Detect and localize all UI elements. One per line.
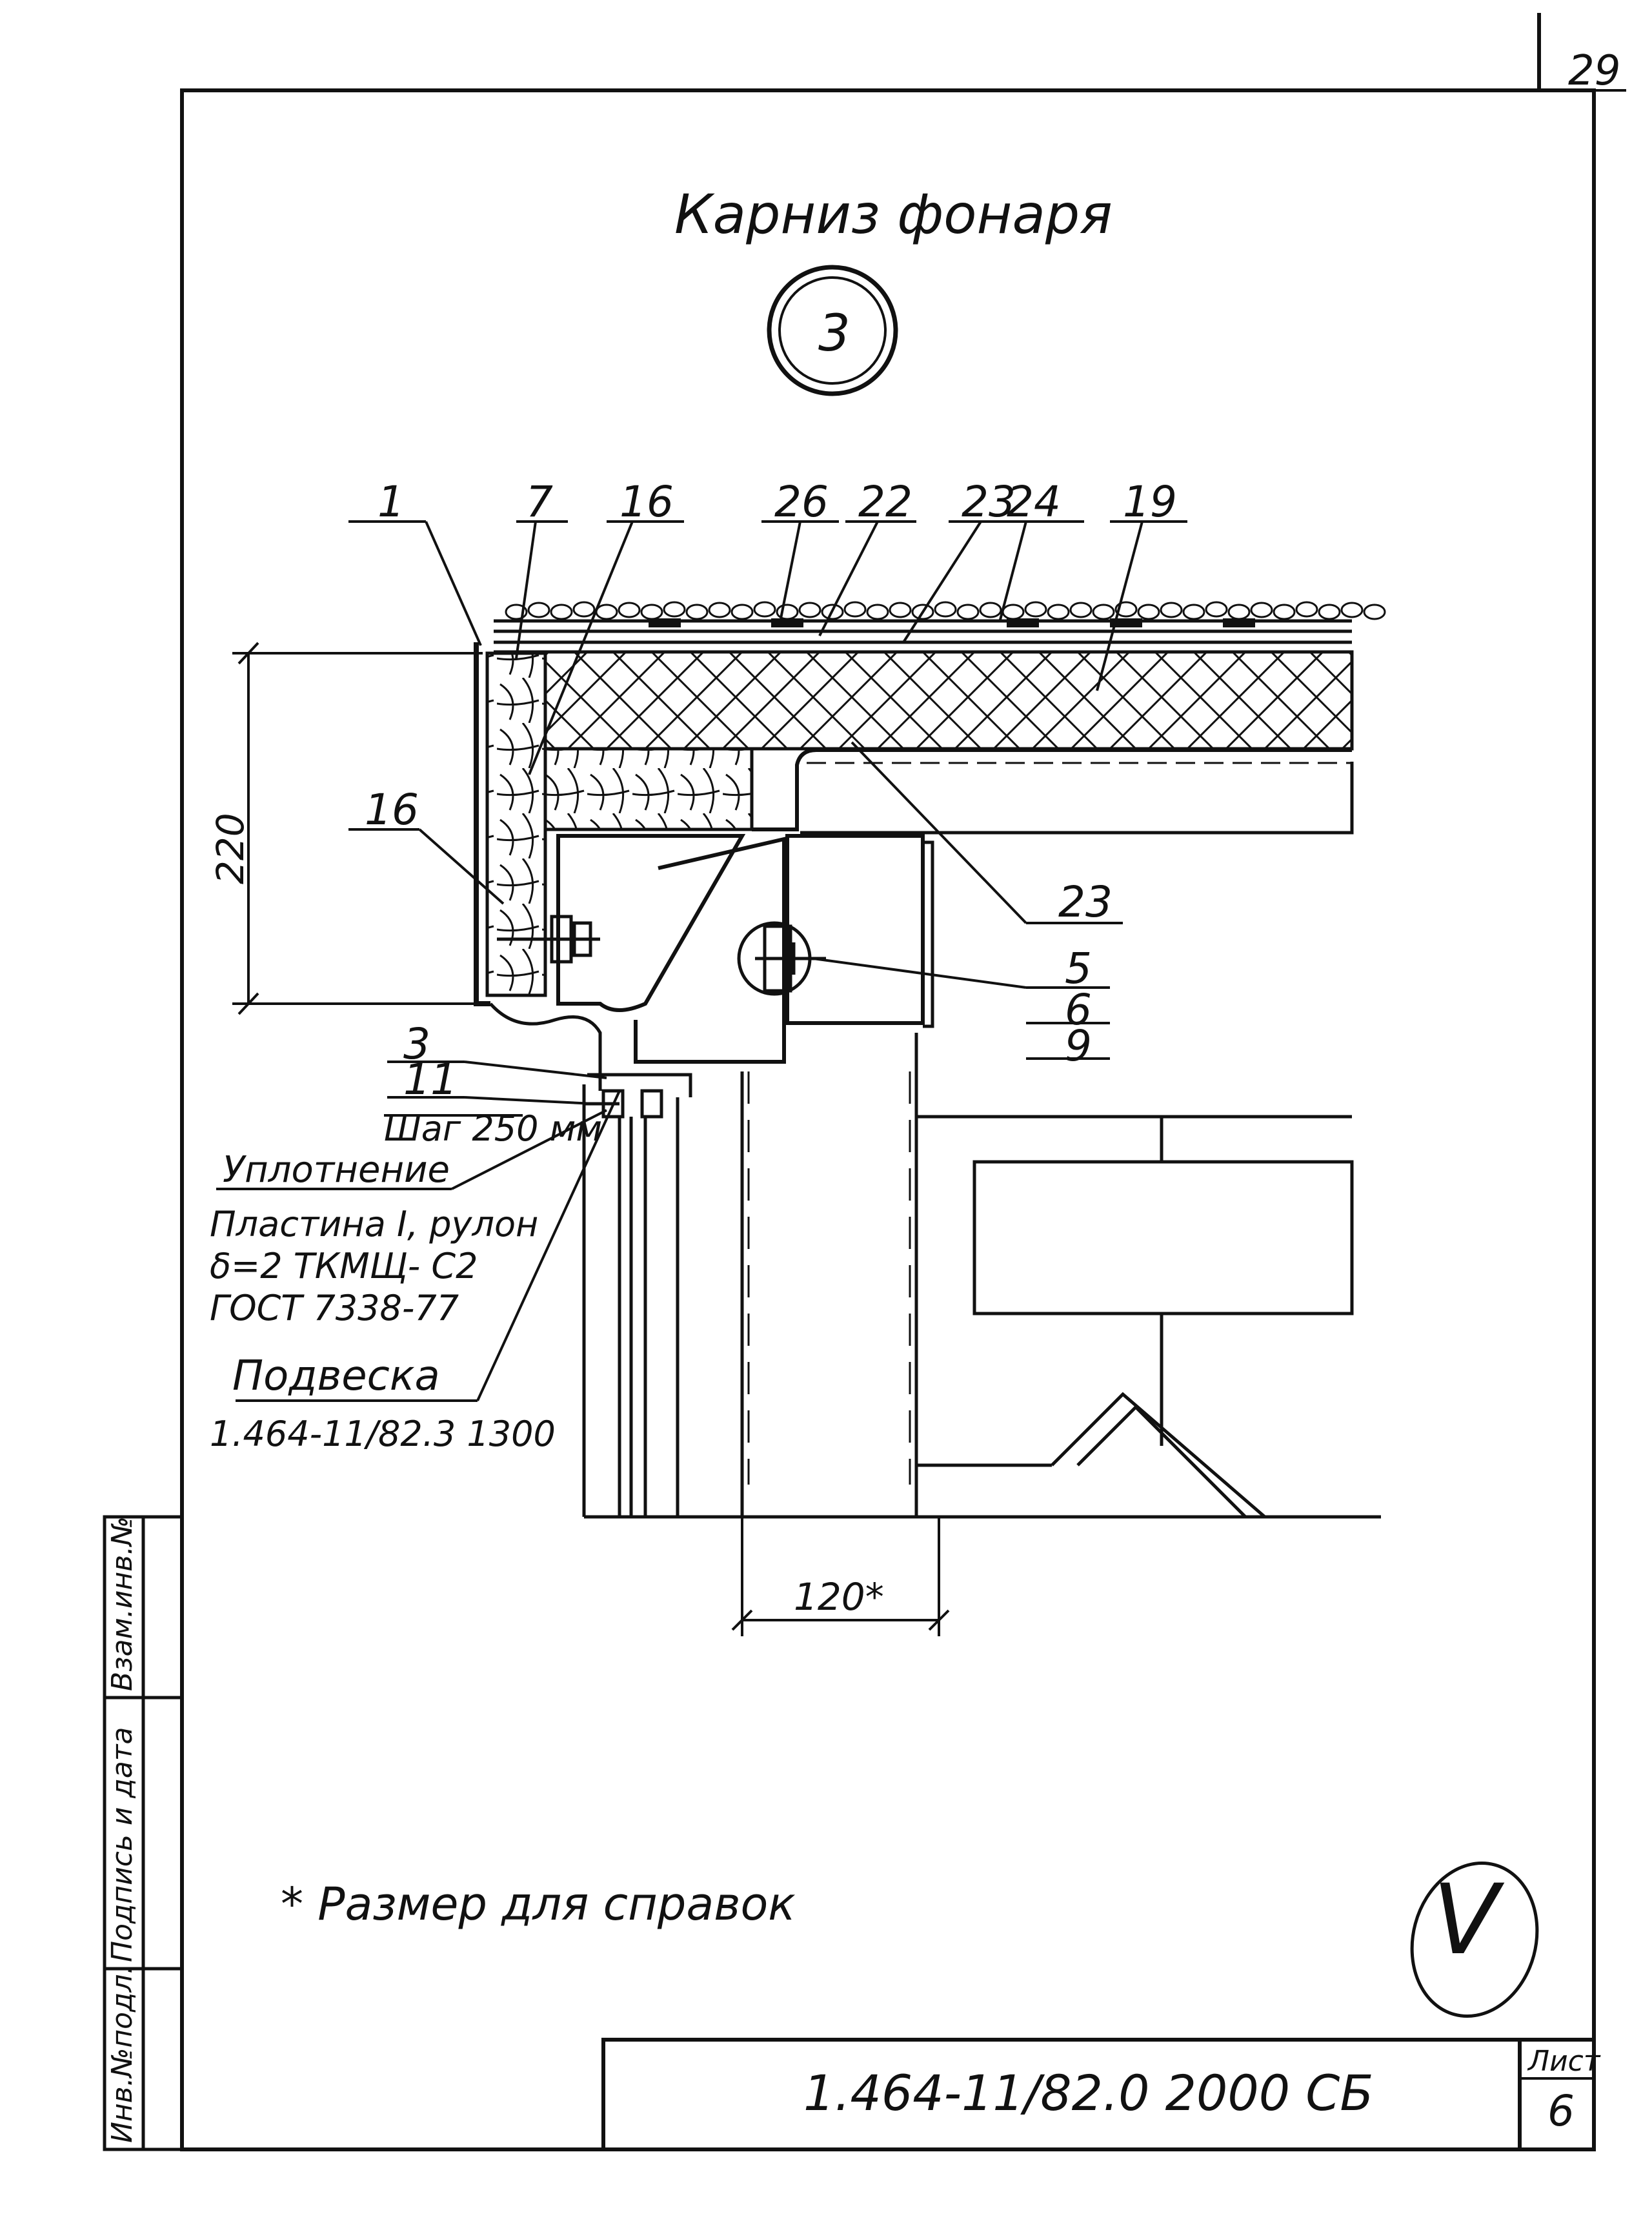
stamp-inventory-original: Инв.№подл. [106, 1965, 139, 2143]
dimension-120 [731, 1517, 950, 1636]
callout-22: 22 [858, 477, 912, 527]
detail-marker [767, 265, 898, 396]
dimension-220 [232, 642, 483, 1015]
callout-11: 11 [403, 1055, 458, 1104]
check-mark: V [1433, 1864, 1499, 1976]
bolt-left [497, 915, 600, 964]
callout-24: 24 [1007, 477, 1061, 527]
sheet-frame [180, 13, 1626, 2151]
detail-number: 3 [818, 305, 851, 363]
footnote: * Размер для справок [281, 1878, 796, 1931]
insulation-layer [543, 650, 1354, 751]
hanger-frame [582, 1073, 692, 1517]
callout-26: 26 [774, 477, 829, 527]
callout-16-top: 16 [620, 477, 674, 527]
callout-1: 1 [378, 477, 405, 527]
pitch-note: Шаг 250 мм [384, 1108, 603, 1149]
callout-5: 5 [1065, 944, 1092, 993]
document-designation: 1.464-11/82.0 2000 СБ [803, 2064, 1374, 2122]
callout-3: 3 [403, 1019, 430, 1069]
steel-bracket [556, 834, 746, 1012]
title-block-frame [601, 2038, 1596, 2151]
stamp-signature-date: Подпись и дата [106, 1727, 139, 1962]
sheet-number-corner: 29 [1568, 47, 1621, 95]
seal-line-3: ГОСТ 7338-77 [210, 1288, 459, 1328]
seal-title: Уплотнение [223, 1149, 450, 1191]
callout-7: 7 [526, 477, 553, 527]
callout-23-top: 23 [962, 477, 1016, 527]
sheet-number: 6 [1547, 2086, 1575, 2136]
side-stamp-frame [103, 1515, 184, 2151]
callout-19: 19 [1123, 477, 1177, 527]
gutter-edge [489, 1002, 602, 1091]
column [740, 1033, 918, 1517]
check-mark-ellipse [1410, 1862, 1539, 2018]
callout-16-left: 16 [365, 785, 419, 835]
sheet-label: Лист [1528, 2045, 1600, 2078]
dimension-220-label: 220 [208, 813, 252, 884]
seal-line-1: Пластина I, рулон [210, 1204, 539, 1244]
profiled-deck [752, 748, 1352, 831]
callout-6: 6 [1065, 985, 1092, 1035]
roof-gravel-layer [505, 601, 1386, 620]
lantern-beams [584, 1115, 1381, 1519]
timber-block-horizontal [543, 747, 754, 831]
drawing-title: Карниз фонаря [674, 183, 1113, 246]
column-cap-plate [785, 834, 925, 1025]
timber-block-vertical [485, 651, 547, 997]
dimension-120-label: 120* [794, 1575, 884, 1619]
stamp-replace-inventory: Взам.инв.№ [106, 1516, 139, 1691]
hanger-reference: 1.464-11/82.3 1300 [210, 1414, 556, 1454]
callout-9: 9 [1065, 1021, 1092, 1071]
leader-lines [216, 520, 1187, 1402]
hanger-title: Подвеска [232, 1352, 440, 1400]
roof-membrane-joints [649, 618, 1255, 627]
callout-23-right: 23 [1058, 877, 1113, 927]
seal-line-2: δ=2 ТКМЩ- С2 [210, 1246, 478, 1286]
